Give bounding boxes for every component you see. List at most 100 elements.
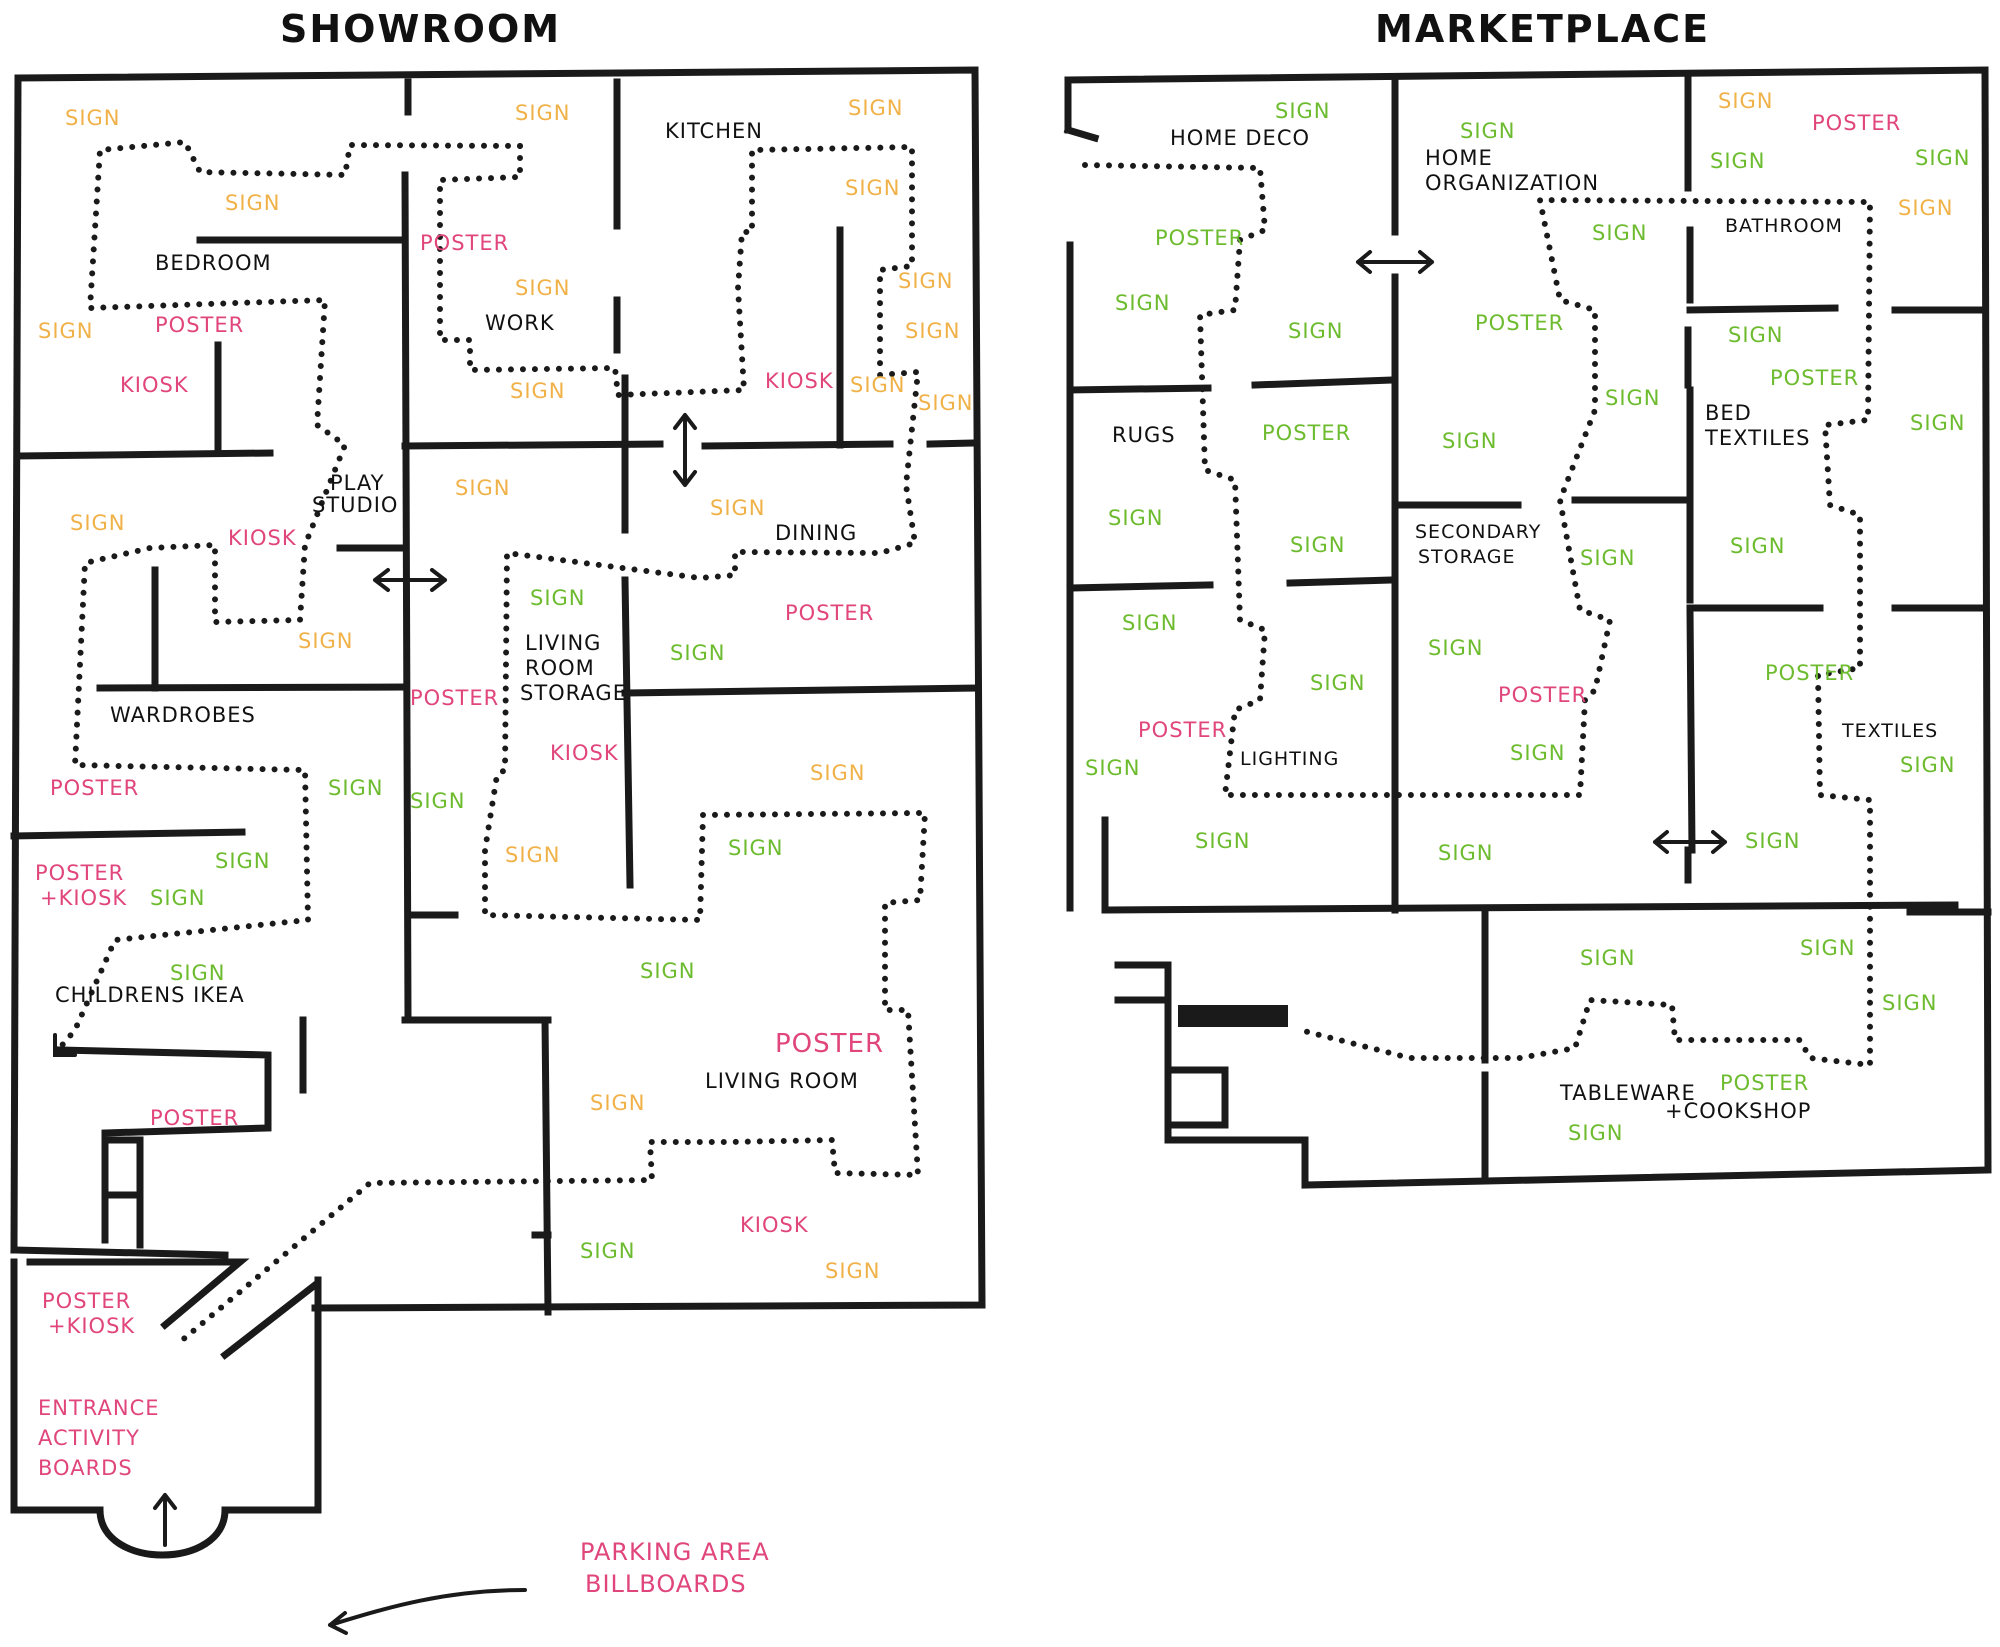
- room-label-play-studio: PLAY: [330, 471, 384, 495]
- room-label-bedroom: BEDROOM: [155, 251, 272, 275]
- room-label-wardrobes: WARDROBES: [110, 703, 256, 727]
- sign-label: SIGN: [38, 319, 94, 343]
- poster-label: POSTER: [785, 601, 874, 625]
- sign-label: SIGN: [215, 849, 271, 873]
- up-arrow-icon: [153, 1493, 177, 1547]
- room-label-kitchen: KITCHEN: [665, 119, 763, 143]
- showroom-arrows: [53, 413, 697, 1635]
- sign-label: SIGN: [150, 886, 206, 910]
- sign-label: SIGN: [1900, 753, 1956, 777]
- room-label-home-organization: HOME: [1425, 146, 1493, 170]
- sign-label: SIGN: [1438, 841, 1494, 865]
- room-label-tableware-cookshop: TABLEWARE: [1559, 1081, 1696, 1105]
- poster-label: POSTER: [1262, 421, 1351, 445]
- exit-arrow-icon: [53, 1033, 77, 1057]
- sign-label: SIGN: [1310, 671, 1366, 695]
- room-label-bathroom: BATHROOM: [1725, 215, 1843, 237]
- poster-label: POSTER: [1770, 366, 1859, 390]
- room-label-home-organization: ORGANIZATION: [1425, 171, 1599, 195]
- sign-label: SIGN: [298, 629, 354, 653]
- room-label-living-room-storage: ROOM: [525, 656, 595, 680]
- sign-label: SIGN: [1745, 829, 1801, 853]
- kiosk-label: KIOSK: [550, 741, 619, 765]
- sign-label: SIGN: [70, 511, 126, 535]
- sign-label: SIGN: [1728, 323, 1784, 347]
- poster-label: POSTER: [1138, 718, 1227, 742]
- left-arrow-icon: [328, 1588, 527, 1635]
- sign-label: SIGN: [515, 101, 571, 125]
- poster-label: POSTER: [1498, 683, 1587, 707]
- room-label-lighting: LIGHTING: [1240, 748, 1339, 770]
- room-label-rugs: RUGS: [1112, 423, 1176, 447]
- sign-label: SIGN: [1275, 99, 1331, 123]
- sign-label: SIGN: [918, 391, 974, 415]
- sign-label: SIGN: [170, 961, 226, 985]
- room-label-bed-textiles: TEXTILES: [1704, 426, 1810, 450]
- marketplace-walls: [1063, 66, 1992, 1189]
- poster-label: POSTER: [1155, 226, 1244, 250]
- poster-label: POSTER: [50, 776, 139, 800]
- marketplace-posters: POSTER POSTER POSTER POSTER POSTER POSTE…: [1138, 111, 1900, 1095]
- room-label-living-room-storage: STORAGE: [520, 681, 627, 705]
- poster-kiosk-label: POSTER: [35, 861, 124, 885]
- showroom-walls: [10, 66, 986, 1559]
- sign-label: SIGN: [1288, 319, 1344, 343]
- room-label-secondary-storage: STORAGE: [1418, 546, 1515, 568]
- poster-label: POSTER: [1765, 661, 1854, 685]
- poster-kiosk-label: POSTER: [42, 1289, 131, 1313]
- sign-label: SIGN: [1510, 741, 1566, 765]
- double-arrow-icon: [373, 568, 447, 592]
- room-label-tableware-cookshop: +COOKSHOP: [1665, 1099, 1811, 1123]
- sign-label: SIGN: [1730, 534, 1786, 558]
- room-label-childrens-ikea: CHILDRENS IKEA: [55, 983, 245, 1007]
- showroom-title: SHOWROOM: [280, 7, 561, 51]
- sign-label: SIGN: [505, 843, 561, 867]
- sign-label: SIGN: [1898, 196, 1954, 220]
- sign-label: SIGN: [590, 1091, 646, 1115]
- sign-label: SIGN: [1915, 146, 1971, 170]
- showroom-posters-kiosks: POSTER POSTER KIOSK KIOSK KIOSK POSTER P…: [35, 231, 883, 1598]
- kiosk-label: KIOSK: [228, 526, 297, 550]
- sign-label: SIGN: [1710, 149, 1766, 173]
- sign-label: SIGN: [328, 776, 384, 800]
- poster-kiosk-label: +KIOSK: [40, 886, 127, 910]
- sign-label: SIGN: [850, 373, 906, 397]
- sign-label: SIGN: [1910, 411, 1966, 435]
- sign-label: SIGN: [905, 319, 961, 343]
- sign-label: SIGN: [640, 959, 696, 983]
- kiosk-label: KIOSK: [740, 1213, 809, 1237]
- room-label-work: WORK: [485, 311, 555, 335]
- room-label-living-room: LIVING ROOM: [705, 1069, 859, 1093]
- sign-label: SIGN: [1718, 89, 1774, 113]
- sign-label: SIGN: [515, 276, 571, 300]
- showroom-walking-path: [55, 138, 929, 1345]
- kiosk-label: KIOSK: [120, 373, 189, 397]
- sign-label: SIGN: [1108, 506, 1164, 530]
- entrance-label: BOARDS: [38, 1456, 133, 1480]
- sign-label: SIGN: [845, 176, 901, 200]
- double-arrow-icon: [1653, 830, 1727, 854]
- poster-label: POSTER: [150, 1106, 239, 1130]
- room-label-dining: DINING: [775, 521, 857, 545]
- room-label-home-deco: HOME DECO: [1170, 126, 1310, 150]
- room-label-play-studio: STUDIO: [312, 493, 398, 517]
- kiosk-label: KIOSK: [765, 369, 834, 393]
- room-label-living-room-storage: LIVING: [525, 631, 601, 655]
- marketplace-arrows: [1356, 250, 1727, 854]
- marketplace-signs: SIGN SIGN SIGN SIGN SIGN SIGN SIGN SIGN …: [1085, 89, 1971, 1145]
- sign-label: SIGN: [848, 96, 904, 120]
- double-arrow-icon: [673, 413, 697, 487]
- room-label-secondary-storage: SECONDARY: [1415, 521, 1541, 543]
- sign-label: SIGN: [455, 476, 511, 500]
- marketplace-room-labels: HOME DECO HOME ORGANIZATION BATHROOM RUG…: [1112, 126, 1937, 1123]
- sign-label: SIGN: [1085, 756, 1141, 780]
- parking-label: BILLBOARDS: [585, 1570, 747, 1598]
- poster-label: POSTER: [1720, 1071, 1809, 1095]
- sign-label: SIGN: [225, 191, 281, 215]
- entrance-label: ACTIVITY: [38, 1426, 140, 1450]
- poster-label: POSTER: [410, 686, 499, 710]
- stairs-icon: [1178, 1005, 1288, 1027]
- sign-label: SIGN: [1460, 119, 1516, 143]
- sign-label: SIGN: [1195, 829, 1251, 853]
